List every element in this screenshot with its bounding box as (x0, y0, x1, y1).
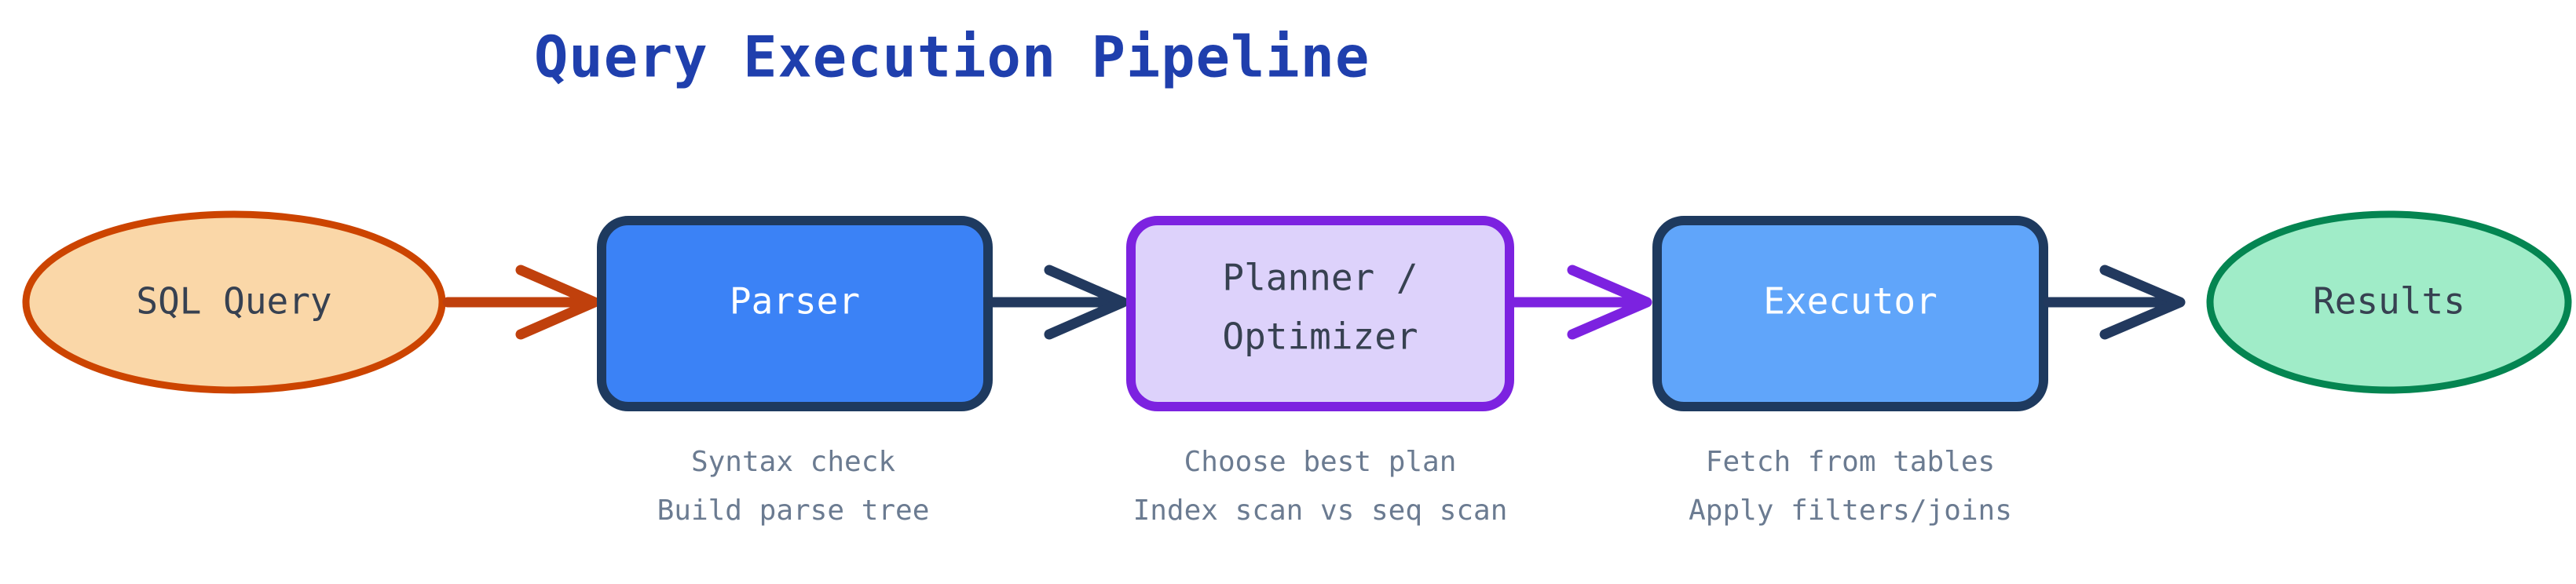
planner-optimizer-label-line2: Optimizer (1222, 316, 1418, 358)
results-shape[interactable] (2206, 210, 2572, 394)
edge-planner-to-executor-arrowhead (1567, 265, 1652, 340)
results-label: Results (2313, 280, 2465, 323)
parser-shape[interactable] (597, 216, 993, 411)
node-executor[interactable]: Executor (1652, 216, 2048, 411)
edge-sql-to-parser (442, 265, 600, 340)
edge-parser-to-planner-arrowhead (1044, 265, 1129, 340)
sql-query-label: SQL Query (136, 280, 331, 323)
planner-optimizer-shape[interactable] (1126, 216, 1514, 411)
caption-parser-line1: Syntax check (691, 446, 895, 478)
edge-executor-to-results-arrowhead (2099, 265, 2186, 340)
sql-query-shape[interactable] (22, 210, 446, 394)
executor-label: Executor (1763, 280, 1937, 323)
edge-sql-to-parser-arrowhead (515, 265, 600, 340)
planner-optimizer-label-line1: Planner / (1222, 257, 1418, 299)
caption-parser: Syntax check Build parse tree (657, 446, 930, 527)
caption-executor-line1: Fetch from tables (1706, 446, 1995, 478)
caption-planner-line1: Choose best plan (1184, 446, 1457, 478)
node-planner-optimizer[interactable]: Planner / Optimizer (1126, 216, 1514, 411)
executor-shape[interactable] (1652, 216, 2048, 411)
node-sql-query[interactable]: SQL Query (22, 210, 446, 394)
node-parser[interactable]: Parser (597, 216, 993, 411)
caption-planner-optimizer: Choose best plan Index scan vs seq scan (1133, 446, 1508, 527)
edge-planner-to-executor (1509, 265, 1652, 340)
caption-parser-line2: Build parse tree (657, 495, 930, 527)
parser-label: Parser (730, 280, 860, 323)
node-results[interactable]: Results (2206, 210, 2572, 394)
edge-executor-to-results (2043, 265, 2186, 340)
caption-executor-line2: Apply filters/joins (1689, 495, 2012, 527)
page-title: Query Execution Pipeline (534, 24, 1370, 90)
caption-executor: Fetch from tables Apply filters/joins (1689, 446, 2012, 527)
caption-planner-line2: Index scan vs seq scan (1133, 495, 1508, 527)
edge-parser-to-planner (987, 265, 1129, 340)
